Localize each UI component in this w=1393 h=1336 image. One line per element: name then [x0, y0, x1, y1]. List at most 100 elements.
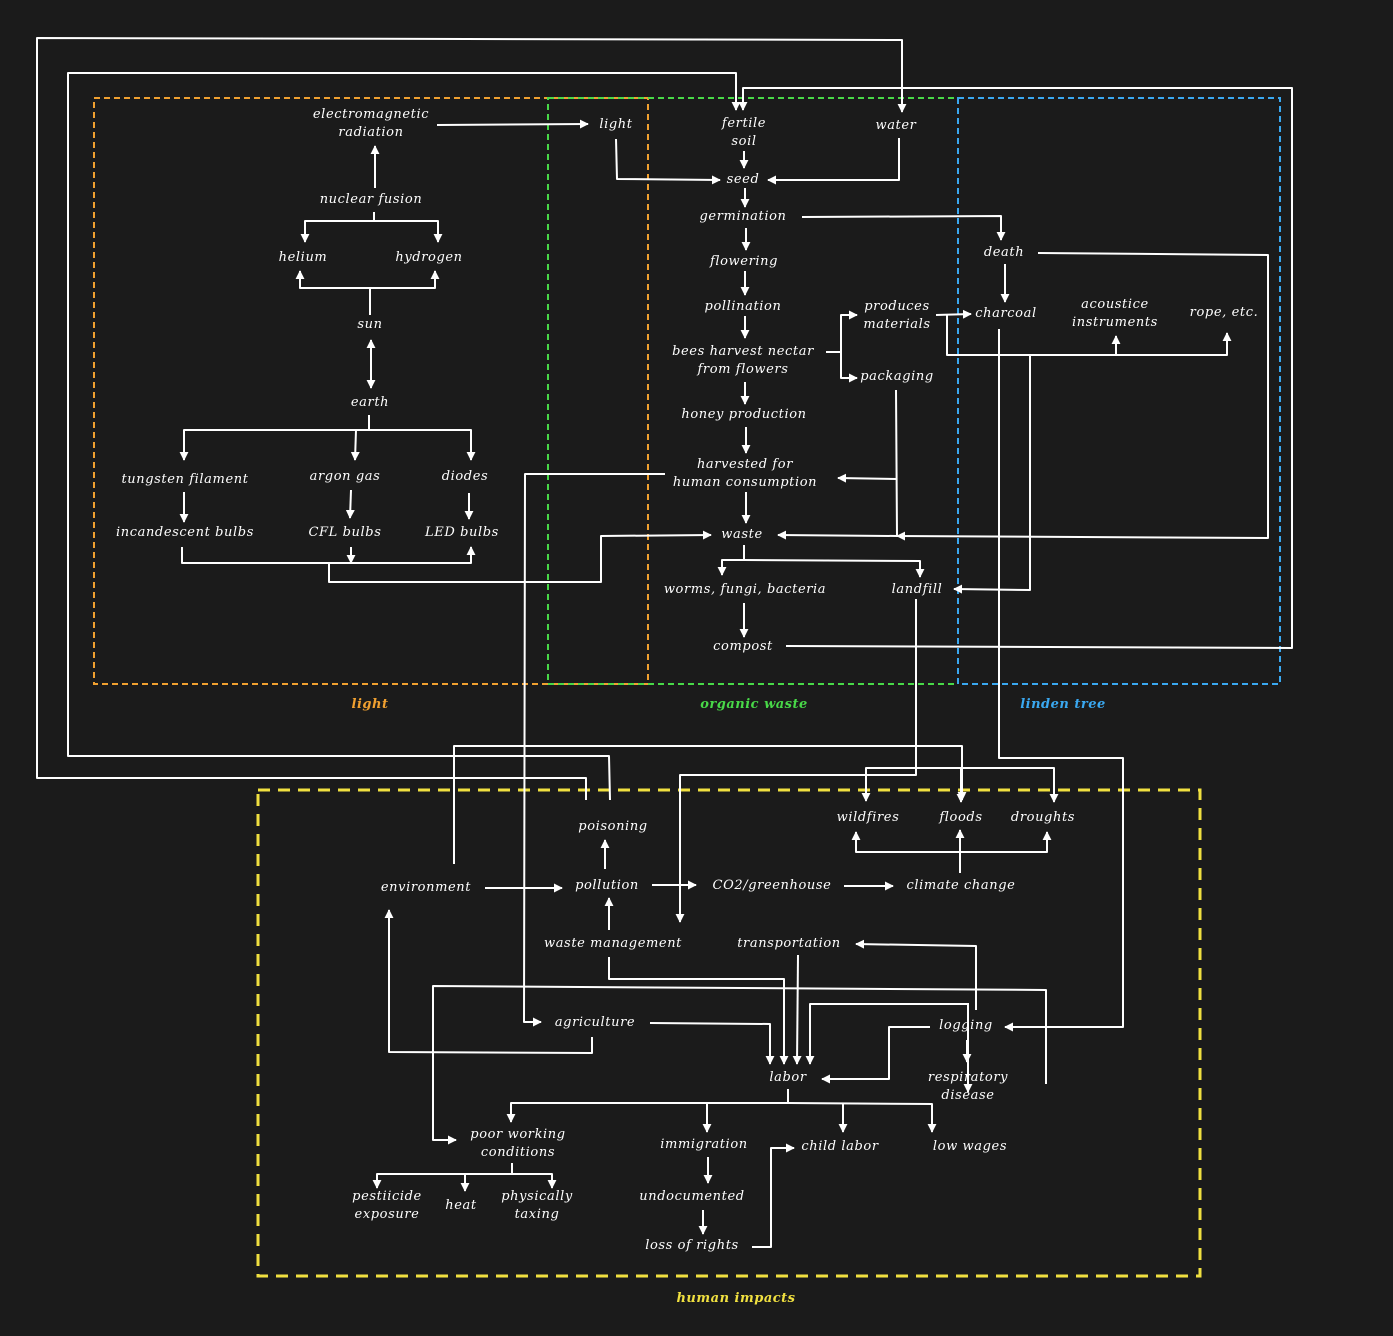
node-label-line: physically	[501, 1189, 573, 1204]
node-incandescent-bulbs: incandescent bulbs	[116, 525, 254, 540]
node-label-line: landfill	[892, 582, 943, 597]
edge-arrow	[717, 545, 745, 576]
group-label-organic-waste: organic waste	[700, 697, 808, 712]
edge-arrow	[840, 352, 858, 383]
node-physically-taxing: physically taxing	[501, 1189, 573, 1222]
group-label-linden-tree: linden tree	[1020, 697, 1106, 712]
node-pollution: pollution	[575, 878, 639, 893]
node-hydrogen: hydrogen	[395, 250, 462, 265]
node-label-line: helium	[279, 250, 328, 265]
node-label-line: materials	[863, 317, 930, 332]
node-child-labor: child labor	[801, 1139, 878, 1154]
node-label-line: soil	[731, 134, 756, 149]
node-label-line: nuclear fusion	[320, 192, 423, 207]
node-environment: environment	[381, 880, 471, 895]
node-nuclear-fusion: nuclear fusion	[320, 192, 423, 207]
node-low-wages: low wages	[933, 1139, 1007, 1154]
edge-arrow	[179, 415, 370, 461]
node-pollination: pollination	[705, 299, 782, 314]
node-label-line: acoustice	[1081, 297, 1149, 312]
node-label-line: fertile	[721, 116, 766, 131]
node-label-line: produces	[864, 299, 930, 314]
edge-arrow	[998, 329, 1124, 1032]
node-label-line: poisoning	[578, 819, 647, 834]
node-label-line: disease	[941, 1088, 994, 1103]
edge-arrow	[384, 909, 593, 1054]
node-label-line: hydrogen	[395, 250, 462, 265]
node-immigration: immigration	[660, 1137, 747, 1152]
node-label-line: electromagnetic	[313, 107, 429, 122]
node-tungsten-filament: tungsten filament	[121, 472, 248, 487]
edge-arrow	[512, 1173, 557, 1189]
node-label-line: loss of rights	[645, 1238, 739, 1253]
node-undocumented: undocumented	[639, 1189, 744, 1204]
node-label-line: environment	[381, 880, 471, 895]
edge-arrow	[36, 37, 907, 800]
node-fertile-soil: fertile soil	[721, 116, 766, 149]
node-label-line: pestiicide	[352, 1189, 422, 1204]
node-earth: earth	[351, 395, 389, 410]
node-label-line: taxing	[515, 1207, 560, 1222]
node-label-line: from flowers	[696, 362, 788, 377]
node-label-line: waste	[721, 527, 762, 542]
edge-arrow	[453, 745, 967, 864]
edge-arrow	[821, 1026, 930, 1084]
group-frame-linden-tree	[957, 97, 1281, 685]
edge-arrow	[826, 310, 858, 353]
node-water: water	[875, 118, 916, 133]
edge-arrow	[350, 429, 360, 461]
edge-arrow	[792, 954, 802, 1065]
node-label-line: wildfires	[837, 810, 900, 825]
edge-arrow	[1116, 332, 1232, 356]
node-label-line: logging	[939, 1018, 993, 1033]
node-label-line: radiation	[338, 125, 403, 140]
node-label-line: respiratory	[928, 1070, 1008, 1085]
edge-arrow	[436, 119, 589, 129]
node-worms: worms, fungi, bacteria	[664, 582, 826, 597]
node-label-line: child labor	[801, 1139, 878, 1154]
node-argon-gas: argon gas	[310, 469, 381, 484]
node-label-line: diodes	[442, 469, 489, 484]
node-rope: rope, etc.	[1190, 305, 1259, 320]
edge-arrow	[896, 252, 1269, 541]
group-frame-light	[93, 97, 649, 685]
node-seed: seed	[727, 172, 760, 187]
node-label-line: floods	[938, 810, 982, 825]
node-label-line: worms, fungi, bacteria	[664, 582, 826, 597]
edge-arrow	[855, 939, 977, 1010]
node-sun: sun	[357, 317, 382, 332]
node-label-line: death	[984, 245, 1024, 260]
node-label-line: incandescent bulbs	[116, 525, 254, 540]
node-label-line: poor working	[470, 1127, 565, 1142]
node-waste-management: waste management	[544, 936, 682, 951]
edge-arrow	[752, 1143, 795, 1248]
node-electromagnetic-radiation: electromagnetic radiation	[313, 107, 429, 140]
node-label-line: pollination	[705, 299, 782, 314]
node-helium: helium	[279, 250, 328, 265]
edge-arrow	[432, 985, 1047, 1145]
node-label-line: argon gas	[310, 469, 381, 484]
edge-arrow	[523, 473, 665, 1027]
edge-arrow	[916, 767, 966, 803]
node-diodes: diodes	[442, 469, 489, 484]
node-produces-materials: produces materials	[863, 299, 930, 332]
edge-arrow	[181, 546, 476, 564]
edge-arrow	[743, 559, 925, 578]
node-label-line: immigration	[660, 1137, 747, 1152]
node-wildfires: wildfires	[837, 810, 900, 825]
node-label-line: packaging	[860, 369, 934, 384]
edge-arrow	[767, 138, 900, 185]
node-label-line: heat	[445, 1198, 477, 1213]
group-label-light: light	[352, 697, 389, 712]
edge-arrow	[608, 957, 789, 1065]
edge-arrow	[369, 429, 476, 461]
node-label-line: germination	[699, 209, 786, 224]
edge-arrow	[615, 138, 721, 185]
node-label-line: pollution	[575, 878, 639, 893]
edge-arrow	[295, 270, 371, 315]
edge-arrow	[675, 599, 917, 923]
